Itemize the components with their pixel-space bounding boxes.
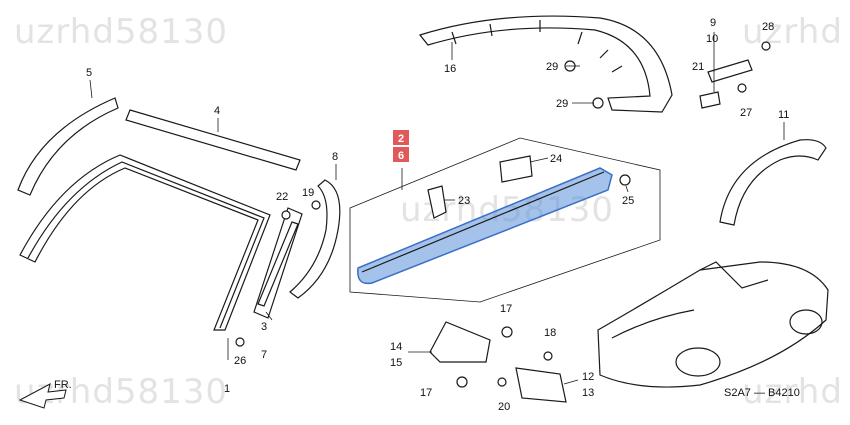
part-26-screw[interactable] [235,337,245,347]
callout-18: 18 [544,327,556,339]
callout-27: 27 [740,107,752,119]
part-24-clip-strip[interactable] [499,155,533,183]
part-1-windshield-frame[interactable] [19,154,271,331]
watermark-top-right: uzrhd [742,12,843,52]
part-14-bracket[interactable] [429,321,491,363]
part-2-sill-molding-highlighted[interactable] [357,167,613,285]
callout-19: 19 [302,187,314,199]
part-4-windshield-molding[interactable] [125,109,301,171]
part-17-screw-lower[interactable] [456,376,468,388]
diagram-code: S2A7 — B4210 [724,387,800,399]
callout-17-upper: 17 [500,303,512,315]
part-22-screw[interactable] [281,210,291,220]
assembly-box [349,137,661,303]
callout-1: 1 [224,383,230,395]
part-16-top-frame[interactable] [418,15,673,113]
callout-4: 4 [214,105,220,117]
callout-24: 24 [550,153,562,165]
callout-15: 15 [390,357,402,369]
callout-26: 26 [234,355,246,367]
part-12-bracket[interactable] [515,367,567,403]
part-8-trim[interactable] [289,179,341,299]
part-23-clip[interactable] [427,185,447,219]
callout-25: 25 [622,195,634,207]
callout-6: 6 [398,150,404,162]
badge-6 [393,147,409,162]
callout-20: 20 [498,401,510,413]
callout-5: 5 [86,67,92,79]
part-29-screw-lower[interactable] [592,97,604,109]
car-silhouette [597,261,829,388]
callout-7: 7 [261,349,267,361]
watermark-bottom-right: uzrhd [742,372,843,412]
part-28-screw[interactable] [761,41,771,51]
callout-8: 8 [332,151,338,163]
callout-13: 13 [582,387,594,399]
callout-10: 10 [706,33,718,45]
callout-11: 11 [778,109,789,121]
leader-lines [89,32,785,385]
callout-14: 14 [390,341,402,353]
front-arrow-label: FR. [54,379,72,391]
callout-23: 23 [458,195,470,207]
front-arrow: FR. [18,379,72,409]
callout-21: 21 [692,61,704,73]
callout-9: 9 [710,17,716,29]
callout-29-lower: 29 [556,98,568,110]
part-21-clip[interactable] [699,91,721,109]
part-10-bracket[interactable] [707,59,753,83]
callout-12: 12 [582,371,594,383]
part-5-pillar-trim[interactable] [17,97,119,196]
callout-16: 16 [444,63,456,75]
callout-17-lower: 17 [420,387,432,399]
callout-2: 2 [398,133,404,145]
part-3-pillar-garnish[interactable] [253,207,303,319]
callout-29-upper: 29 [546,61,558,73]
callout-28: 28 [762,21,774,33]
part-18-screw[interactable] [543,351,553,361]
badge-2 [393,130,409,145]
part-17-screw[interactable] [501,326,513,338]
part-20-screw[interactable] [497,377,507,387]
part-27-screw[interactable] [737,83,747,93]
part-25-screw[interactable] [619,174,631,186]
part-11-fender-trim[interactable] [719,139,827,226]
callout-3: 3 [261,321,267,333]
watermark-top-left: uzrhd58130 [14,12,229,52]
part-19-screw[interactable] [311,200,321,210]
callout-22: 22 [276,191,288,203]
